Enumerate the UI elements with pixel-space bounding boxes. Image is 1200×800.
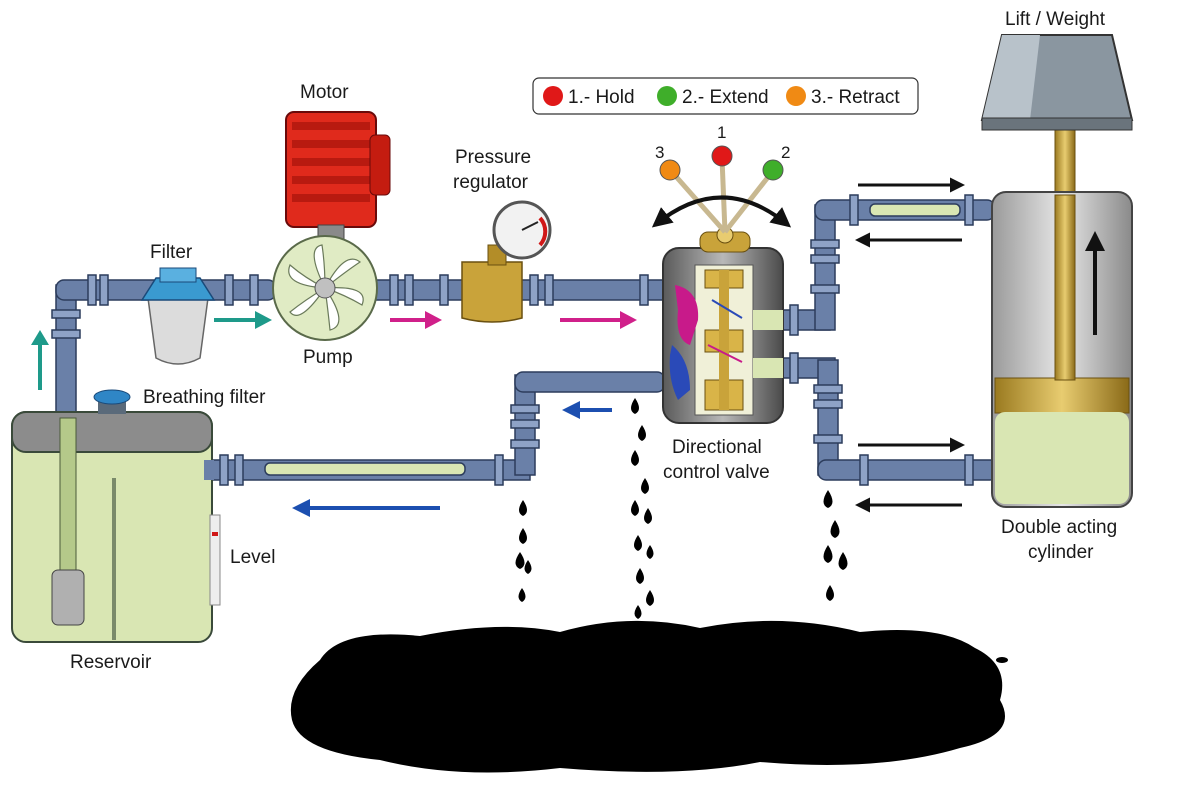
- label-lift-weight: Lift / Weight: [1005, 9, 1106, 30]
- legend-dot-hold: [543, 86, 563, 106]
- lever-knob-hold[interactable]: [711, 145, 733, 167]
- label-cylinder-2: cylinder: [1028, 542, 1094, 563]
- label-filter: Filter: [150, 242, 193, 263]
- legend: 1.- Hold 2.- Extend 3.- Retract: [532, 77, 919, 115]
- directional-control-valve: [662, 226, 784, 424]
- motor: [285, 111, 391, 251]
- lever-knob-retract[interactable]: [659, 159, 681, 181]
- pressure-regulator: [461, 200, 552, 323]
- legend-dot-retract: [786, 86, 806, 106]
- filter: [140, 267, 216, 365]
- label-level: Level: [230, 547, 275, 568]
- legend-dot-extend: [657, 86, 677, 106]
- label-reservoir: Reservoir: [70, 652, 152, 673]
- legend-extend: 2.- Extend: [682, 87, 769, 108]
- label-directional-valve-1: Directional: [672, 437, 762, 458]
- label-pump: Pump: [303, 347, 353, 368]
- legend-retract: 3.- Retract: [811, 87, 900, 108]
- lever-number-2: 2: [781, 143, 790, 162]
- lever-knob-extend[interactable]: [762, 159, 784, 181]
- valve-levers: 3 1 2: [651, 123, 792, 234]
- legend-hold: 1.- Hold: [568, 87, 635, 108]
- breathing-filter-cap: [93, 389, 131, 414]
- lever-number-3: 3: [655, 143, 664, 162]
- label-pressure-regulator-2: regulator: [453, 172, 529, 193]
- lever-number-1: 1: [717, 123, 726, 142]
- reservoir: [11, 411, 221, 643]
- label-cylinder-1: Double acting: [1001, 517, 1117, 538]
- pipe-couplings: [51, 194, 974, 486]
- label-directional-valve-2: control valve: [663, 462, 770, 483]
- lift-weight: [980, 34, 1134, 131]
- label-motor: Motor: [300, 82, 349, 103]
- oil-leak-drips: [515, 398, 848, 619]
- label-pressure-regulator-1: Pressure: [455, 147, 531, 168]
- oil-puddle: [290, 620, 1008, 773]
- lever-swing-arrow: [651, 195, 792, 228]
- component-labels: Motor Filter Pump Pressure regulator Bre…: [70, 9, 1117, 673]
- flow-arrows: [31, 177, 965, 517]
- double-acting-cylinder: [991, 129, 1133, 508]
- pump: [272, 235, 378, 341]
- label-breathing-filter: Breathing filter: [143, 387, 266, 408]
